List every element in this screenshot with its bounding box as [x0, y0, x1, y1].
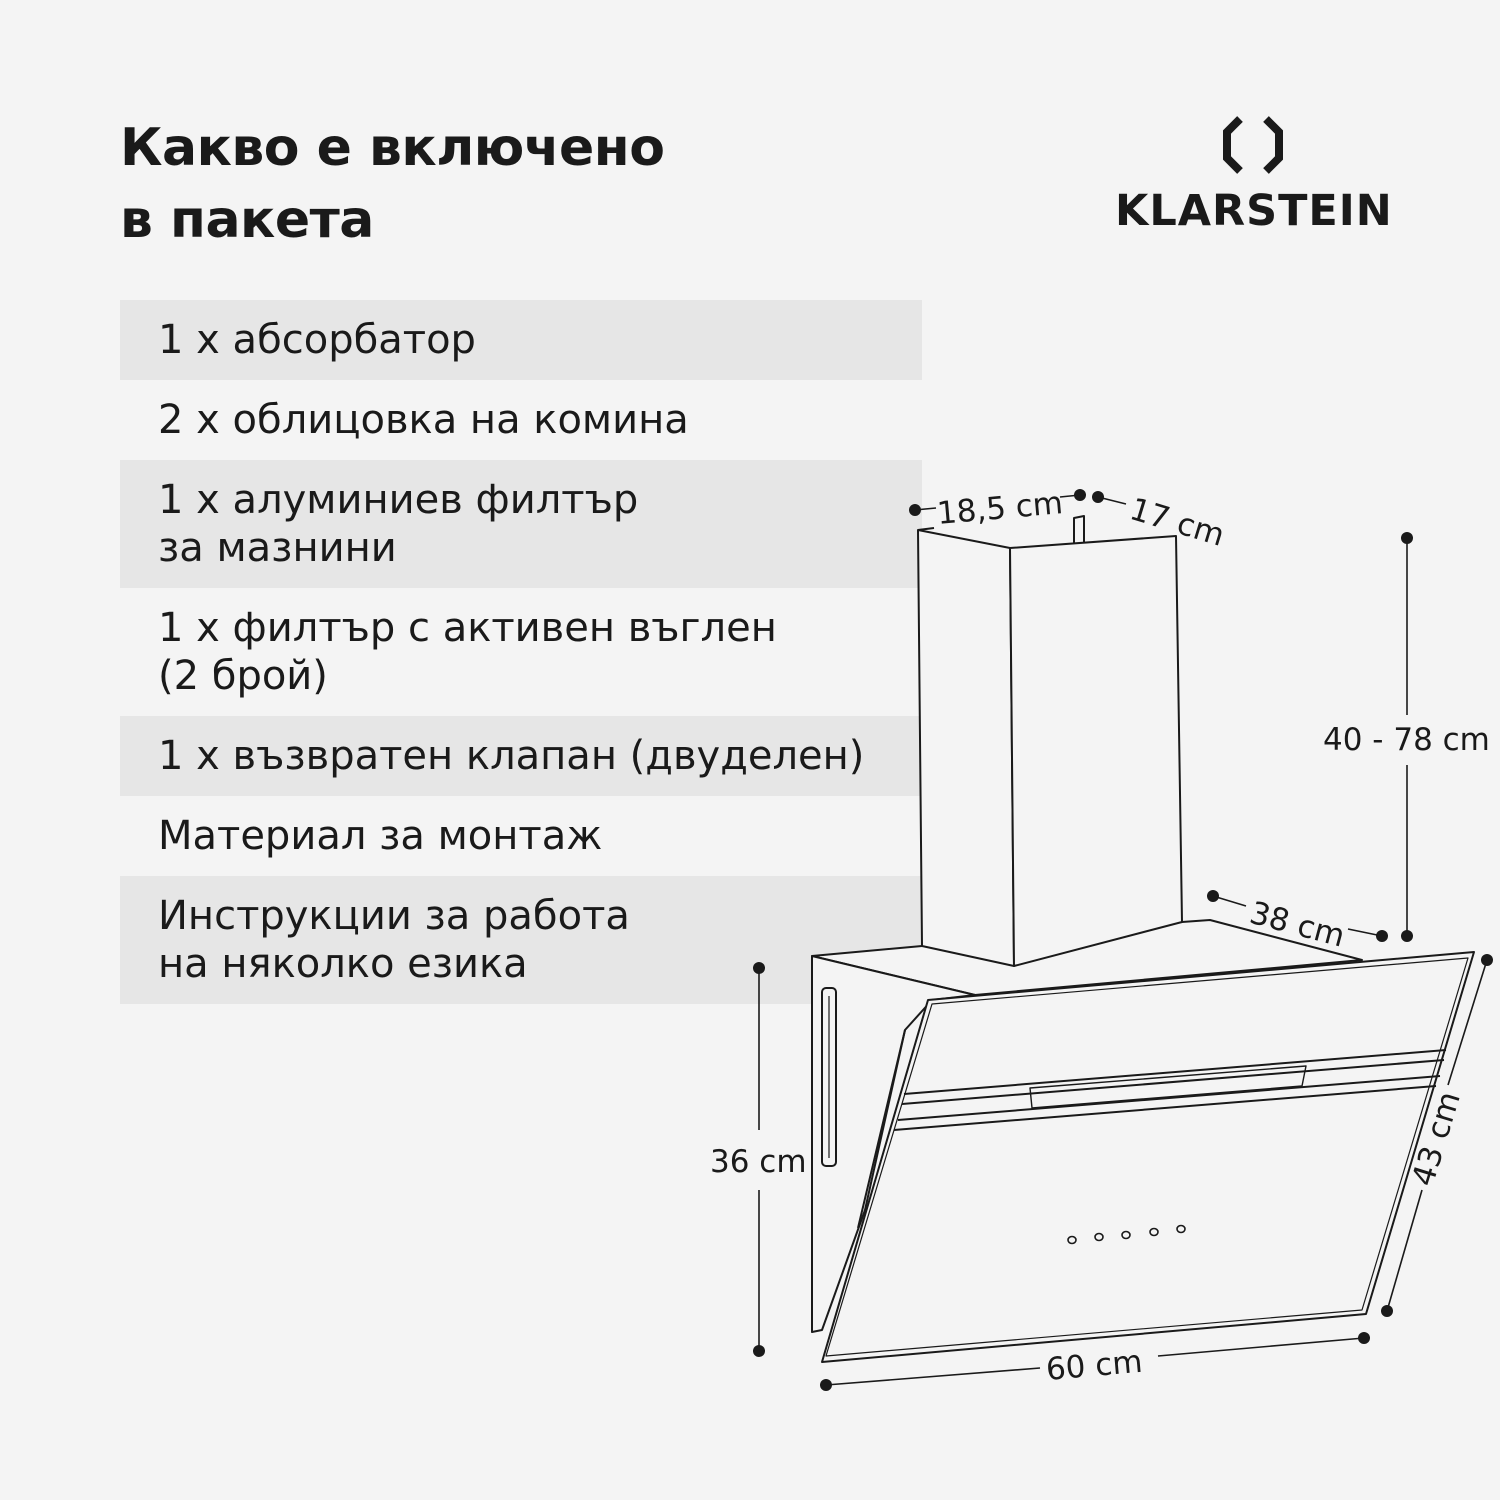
- list-item-text: (2 брой): [158, 653, 328, 699]
- filter-cover-edge: [1029, 1065, 1307, 1109]
- list-item: 2 x облицовка на комина: [120, 380, 922, 460]
- chimney-bracket: [1073, 515, 1085, 547]
- list-item-text: за мазнини: [158, 525, 397, 571]
- list-item-text: 1 x алуминиев филтър: [158, 477, 639, 523]
- side-handle-slot: [821, 987, 837, 1167]
- list-item: 1 x алуминиев филтър за мазнини: [120, 460, 922, 588]
- control-button: [1094, 1232, 1104, 1242]
- range-hood-drawing: [811, 515, 1475, 1363]
- dim-label-hood-width: 60 cm: [1045, 1344, 1144, 1388]
- page-title-line-1: Какво е включено: [120, 118, 665, 178]
- control-button: [1067, 1235, 1077, 1245]
- control-button: [1149, 1227, 1159, 1237]
- chimney-front-face: [1009, 535, 1183, 967]
- chimney-left-face: [917, 529, 1015, 967]
- list-item-text: Материал за монтаж: [158, 813, 603, 859]
- list-item: 1 x филтър с активен въглен (2 брой): [120, 588, 922, 716]
- list-item-text: на няколко езика: [158, 941, 528, 987]
- dim-label-chimney-width: 18,5 cm: [936, 485, 1065, 532]
- glass-panel-edge: [825, 957, 1469, 1357]
- dim-label-chimney-height: 40 - 78 cm: [1323, 722, 1490, 758]
- dim-label-hood-height: 36 cm: [710, 1144, 807, 1180]
- brand-logo: KLARSTEIN: [1115, 115, 1393, 236]
- list-item-text: Инструкции за работа: [158, 893, 630, 939]
- klarstein-diamond-logo-icon: [1222, 116, 1283, 174]
- list-item: Материал за монтаж: [120, 796, 922, 876]
- list-item-text: 1 x възвратен клапан (двуделен): [158, 733, 865, 779]
- list-item-text: 1 x филтър с активен въглен: [158, 605, 777, 651]
- page-title-line-2: в пакета: [120, 190, 374, 250]
- glass-panel: [821, 951, 1475, 1363]
- list-item: 1 x абсорбатор: [120, 300, 922, 380]
- list-item: 1 x възвратен клапан (двуделен): [120, 716, 922, 796]
- page-title: Какво е включено в пакета: [120, 112, 665, 256]
- brand-name: KLARSTEIN: [1115, 186, 1393, 236]
- control-button: [1176, 1224, 1186, 1234]
- list-item: Инструкции за работа на няколко езика: [120, 876, 922, 1004]
- dimension-lines: [753, 489, 1493, 1391]
- list-item-text: 1 x абсорбатор: [158, 317, 476, 363]
- control-buttons: [1067, 1224, 1186, 1245]
- dimension-labels: 18,5 cm 17 cm 40 - 78 cm 38 cm 36 cm 43 …: [710, 485, 1490, 1388]
- list-item-text: 2 x облицовка на комина: [158, 397, 689, 443]
- control-button: [1121, 1230, 1131, 1240]
- package-contents-list: 1 x абсорбатор 2 x облицовка на комина 1…: [120, 300, 922, 1004]
